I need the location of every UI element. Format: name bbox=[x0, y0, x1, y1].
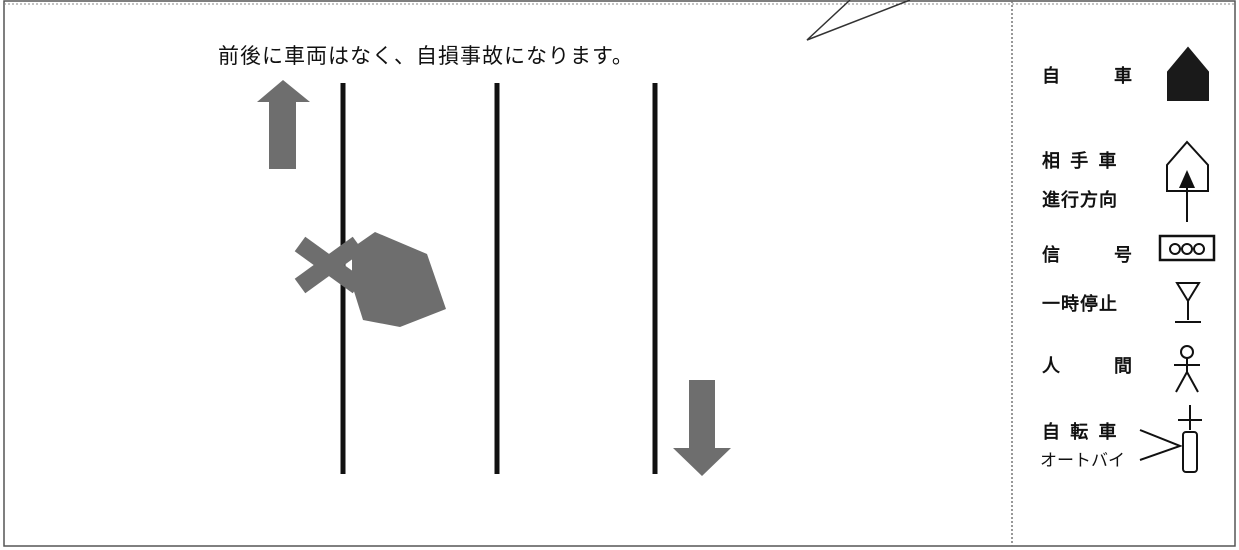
travel-direction-up-arrow bbox=[257, 80, 310, 169]
opposite-direction-down-arrow bbox=[673, 380, 731, 476]
collision-x-mark bbox=[294, 236, 364, 294]
legend-label-other-vehicle: 相 手 車 bbox=[1042, 151, 1119, 172]
own-vehicle-marker bbox=[352, 232, 446, 327]
legend-label-bicycle: 自 転 車 bbox=[1042, 422, 1119, 443]
legend-label-direction: 進行方向 bbox=[1042, 190, 1118, 211]
callout-text: 前後に車両はなく、自損事故になります。 bbox=[218, 44, 634, 68]
callout-pointer bbox=[806, 0, 911, 41]
stop-sign-icon bbox=[1175, 282, 1201, 323]
own-vehicle-icon bbox=[1167, 46, 1209, 101]
legend-label-own-vehicle: 自 車 bbox=[1042, 66, 1150, 87]
legend-label-motorcycle: オートバイ bbox=[1040, 451, 1125, 471]
up-arrow-icon bbox=[1179, 170, 1195, 222]
legend-label-person: 人 間 bbox=[1042, 356, 1150, 377]
legend-label-stop-sign: 一時停止 bbox=[1042, 294, 1118, 315]
stick-figure-icon bbox=[1174, 345, 1200, 393]
legend-label-signal: 信 号 bbox=[1042, 245, 1150, 266]
diagram-border bbox=[3, 0, 1236, 547]
bicycle-icon bbox=[1178, 405, 1202, 473]
traffic-light-icon bbox=[1158, 234, 1216, 262]
bicycle-motorcycle-bracket bbox=[1139, 429, 1183, 461]
other-vehicle-icon bbox=[1166, 140, 1209, 192]
